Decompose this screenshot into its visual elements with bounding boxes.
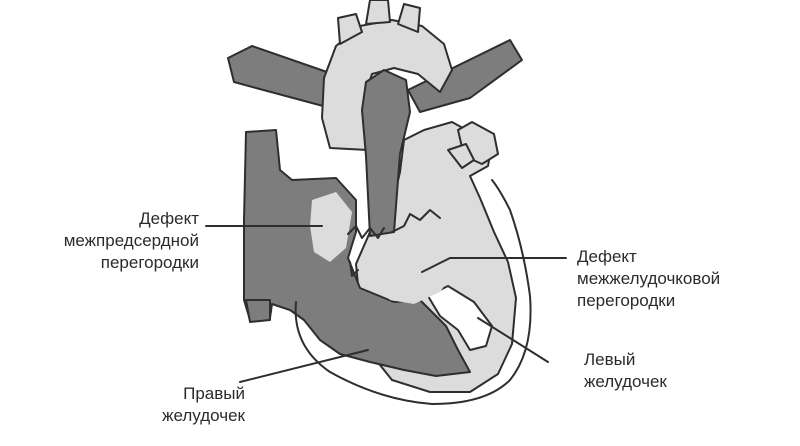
callout-vsd: [421, 257, 567, 273]
valve-line-small: [349, 261, 359, 277]
asd-label-line-3: перегородки: [100, 253, 199, 272]
valve-line-mid: [391, 209, 441, 233]
ventricular-septum-wall: [427, 285, 493, 351]
atrial-septal-defect: [310, 192, 352, 262]
inferior-vena-cava: [245, 299, 271, 323]
brachiocephalic-branch: [337, 13, 363, 45]
vsd-label-line-2: межжелудочковой: [577, 269, 721, 288]
asd-label: Дефект межпредсердной перегородки: [64, 208, 199, 274]
valve-line-left: [347, 225, 385, 239]
subclavian-branch: [397, 3, 421, 33]
vsd-label-line-1: Дефект: [577, 247, 637, 266]
vsd-label-line-3: перегородки: [577, 291, 676, 310]
lv-label-line-1: Левый: [584, 350, 636, 369]
lv-label-line-2: желудочек: [584, 372, 667, 391]
asd-label-line-2: межпредсердной: [63, 231, 199, 250]
pulmonary-vein-stub: [447, 143, 475, 169]
rv-label-line-1: Правый: [183, 384, 245, 403]
callout-rv: [239, 349, 369, 383]
right-pulmonary-artery: [407, 39, 523, 113]
callout-lv: [477, 317, 549, 363]
vsd-label: Дефект межжелудочковой перегородки: [577, 246, 720, 312]
heart-outline: [294, 179, 532, 405]
lv-label: Левый желудочек: [584, 349, 667, 393]
carotid-branch: [365, 0, 391, 25]
asd-label-line-1: Дефект: [139, 209, 199, 228]
ventricular-septal-defect: [376, 234, 458, 304]
rv-label: Правый желудочек: [162, 383, 245, 427]
pulmonary-trunk: [361, 69, 411, 237]
rv-label-line-2: желудочек: [162, 406, 245, 425]
